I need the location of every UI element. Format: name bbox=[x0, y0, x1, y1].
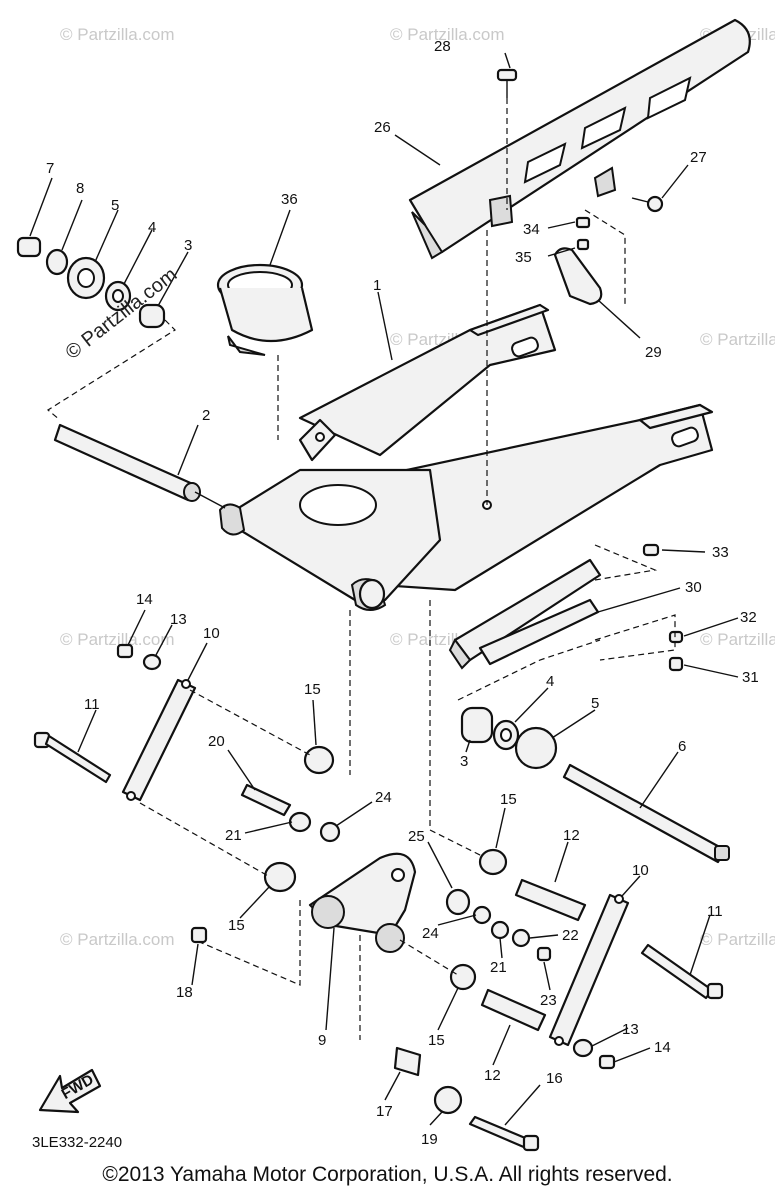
collar-19 bbox=[433, 1085, 463, 1115]
callout-10-left: 10 bbox=[203, 625, 220, 642]
callout-20: 20 bbox=[208, 733, 225, 750]
collar-15-upper bbox=[303, 745, 335, 775]
collar-15-lower bbox=[449, 963, 477, 991]
callout-15-lower: 15 bbox=[428, 1032, 445, 1049]
callout-33: 33 bbox=[712, 544, 729, 561]
relay-arm-9 bbox=[308, 852, 417, 953]
callout-3: 3 bbox=[184, 237, 192, 254]
watermark-grid: © Partzilla.com © Partzilla.com © Partzi… bbox=[60, 25, 775, 949]
callout-23: 23 bbox=[540, 992, 557, 1009]
callout-26: 26 bbox=[374, 119, 391, 136]
callout-11-left: 11 bbox=[84, 696, 100, 713]
watermark-text: © Partzilla.com bbox=[60, 630, 175, 649]
callout-12-upper: 12 bbox=[563, 827, 580, 844]
callout-12-lower: 12 bbox=[484, 1067, 501, 1084]
collar-15-right bbox=[478, 848, 508, 876]
callout-29: 29 bbox=[645, 344, 662, 361]
callout-21-left: 21 bbox=[225, 827, 242, 844]
callout-25: 25 bbox=[408, 828, 425, 845]
watermark-text: © Partzilla.com bbox=[700, 330, 775, 349]
copyright-notice: ©2013 Yamaha Motor Corporation, U.S.A. A… bbox=[102, 1163, 673, 1186]
pivot-shaft-2 bbox=[53, 423, 201, 502]
bolt-16 bbox=[468, 1115, 540, 1152]
diagram-code: 3LE332-2240 bbox=[32, 1134, 122, 1151]
watermark-text: © Partzilla.com bbox=[60, 930, 175, 949]
leader-lines bbox=[29, 52, 739, 1126]
callout-19: 19 bbox=[421, 1131, 438, 1148]
callout-3-right: 3 bbox=[460, 753, 468, 770]
callout-4-right: 4 bbox=[546, 673, 554, 690]
callout-5-right: 5 bbox=[591, 695, 599, 712]
callout-22: 22 bbox=[562, 927, 579, 944]
callout-15-right: 15 bbox=[500, 791, 517, 808]
swingarm-1 bbox=[218, 303, 714, 611]
bolt-20 bbox=[240, 783, 292, 817]
callout-30: 30 bbox=[685, 579, 702, 596]
collar-15-left bbox=[263, 861, 297, 893]
callout-14-right: 14 bbox=[654, 1039, 671, 1056]
callout-8: 8 bbox=[76, 180, 84, 197]
callout-21-right: 21 bbox=[490, 959, 507, 976]
callout-9: 9 bbox=[318, 1032, 326, 1049]
watermark-text: © Partzilla.com bbox=[60, 25, 175, 44]
callout-labels: 28 26 27 34 35 29 36 1 7 8 5 4 3 2 33 30… bbox=[46, 38, 759, 1148]
chain-guard bbox=[408, 18, 751, 260]
callout-24-lower: 24 bbox=[422, 925, 439, 942]
bracket-29 bbox=[553, 216, 603, 306]
callout-31: 31 bbox=[742, 669, 759, 686]
callout-24-upper: 24 bbox=[375, 789, 392, 806]
bush-25-24-21-22-23 bbox=[445, 888, 552, 962]
callout-15-left: 15 bbox=[228, 917, 245, 934]
bush-3-4-5-right bbox=[460, 706, 558, 770]
washer-13-14-left bbox=[116, 643, 162, 671]
callout-4: 4 bbox=[148, 219, 156, 236]
callout-13-right: 13 bbox=[622, 1021, 639, 1038]
bolt-28 bbox=[496, 68, 518, 98]
callout-27: 27 bbox=[690, 149, 707, 166]
watermark-text: © Partzilla.com bbox=[700, 930, 775, 949]
callout-7: 7 bbox=[46, 160, 54, 177]
callout-1: 1 bbox=[373, 277, 381, 294]
pivot-parts-left bbox=[16, 236, 166, 329]
callout-34: 34 bbox=[523, 221, 540, 238]
watermark-text: © Partzilla.com bbox=[390, 25, 505, 44]
collar-12-lower bbox=[480, 988, 547, 1032]
shaft-6 bbox=[562, 763, 730, 864]
fwd-arrow-icon: FWD bbox=[38, 1068, 102, 1114]
watermark-text: © Partzilla.com bbox=[700, 630, 775, 649]
callout-17: 17 bbox=[376, 1103, 393, 1120]
callout-28: 28 bbox=[434, 38, 451, 55]
callout-13-left: 13 bbox=[170, 611, 187, 628]
callout-16: 16 bbox=[546, 1070, 563, 1087]
callout-36: 36 bbox=[281, 191, 298, 208]
bush-21-24-left bbox=[288, 811, 341, 843]
boot-36 bbox=[216, 263, 314, 356]
bolt-33 bbox=[642, 543, 660, 557]
collar-17 bbox=[393, 1046, 422, 1077]
callout-32: 32 bbox=[740, 609, 757, 626]
callout-18: 18 bbox=[176, 984, 193, 1001]
callout-35: 35 bbox=[515, 249, 532, 266]
callout-6: 6 bbox=[678, 738, 686, 755]
bolt-31-32 bbox=[668, 630, 684, 672]
bolt-27 bbox=[631, 195, 664, 213]
chain-slider-30 bbox=[448, 558, 602, 670]
callout-14-left: 14 bbox=[136, 591, 153, 608]
callout-5: 5 bbox=[111, 197, 119, 214]
washer-13-14-right bbox=[572, 1038, 616, 1070]
connecting-rod-10-right bbox=[548, 893, 630, 1047]
bolt-11-left bbox=[33, 731, 112, 784]
callout-2: 2 bbox=[202, 407, 210, 424]
callout-11-right: 11 bbox=[707, 903, 723, 920]
bolt-11-right bbox=[640, 943, 724, 1000]
bolt-18 bbox=[190, 926, 208, 944]
callout-15-upper: 15 bbox=[304, 681, 321, 698]
collar-12-upper bbox=[514, 878, 587, 922]
callout-10-right: 10 bbox=[632, 862, 649, 879]
connecting-rod-10-left bbox=[121, 678, 197, 802]
